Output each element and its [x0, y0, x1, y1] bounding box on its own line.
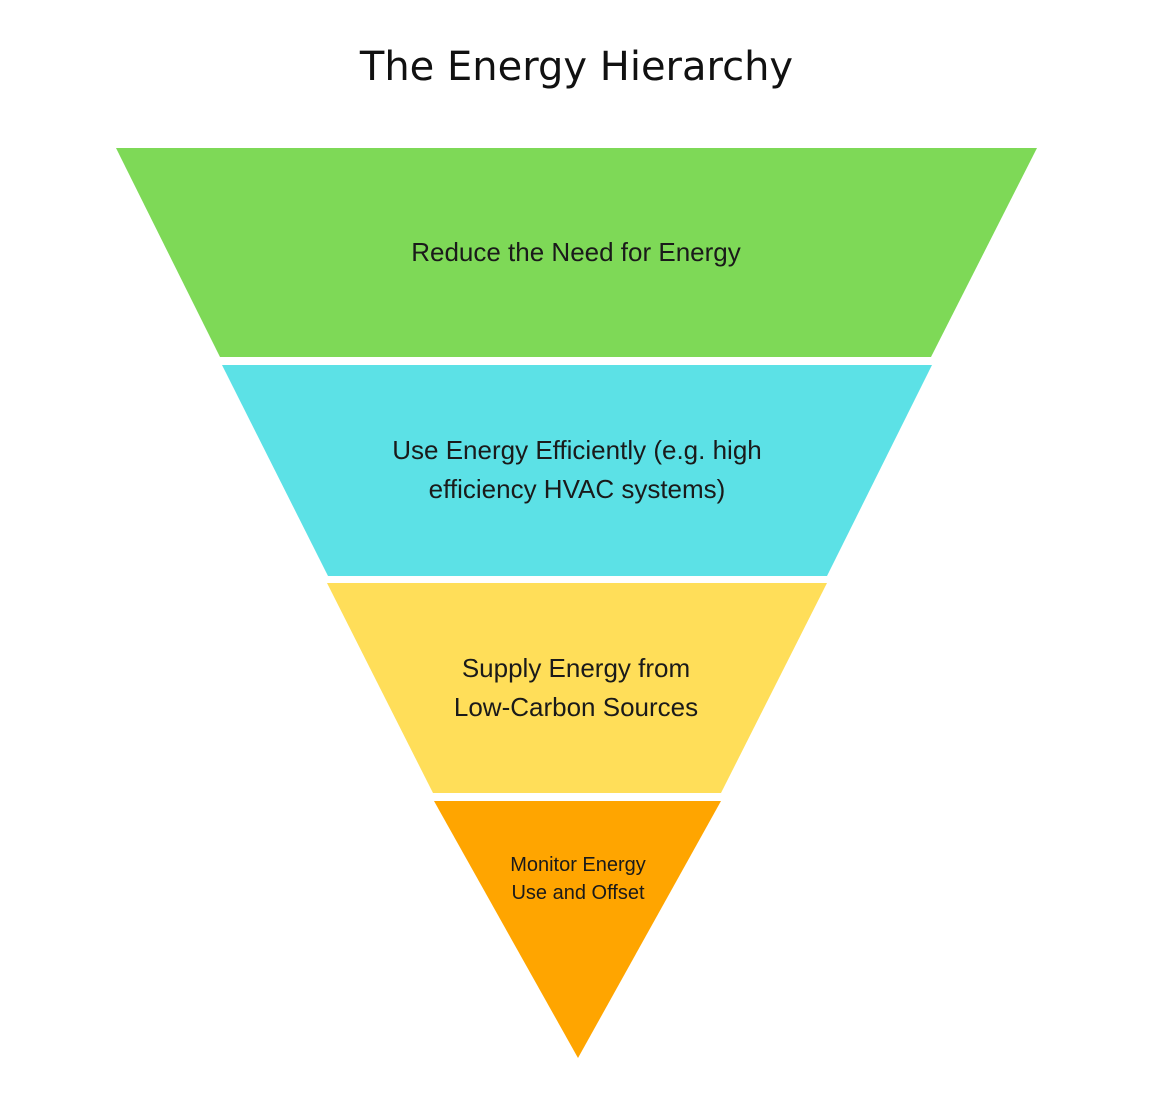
- tier-2-label-line-2: efficiency HVAC systems): [429, 474, 726, 504]
- tier-low-carbon-supply: Supply Energy from Low-Carbon Sources: [327, 583, 827, 793]
- tier-monitor-offset: Monitor Energy Use and Offset: [434, 801, 721, 1058]
- tier-4-band: [434, 801, 721, 1058]
- tier-3-label-line-1: Supply Energy from: [462, 653, 690, 683]
- tier-3-band: [327, 583, 827, 793]
- diagram-title: The Energy Hierarchy: [359, 44, 794, 90]
- tier-use-efficiently: Use Energy Efficiently (e.g. high effici…: [222, 365, 932, 576]
- tier-4-label-line-2: Use and Offset: [511, 882, 644, 904]
- tier-1-label-line-1: Reduce the Need for Energy: [411, 237, 741, 267]
- tier-1-band: [116, 148, 1037, 357]
- tier-2-band: [222, 365, 932, 576]
- tier-2-label-line-1: Use Energy Efficiently (e.g. high: [392, 435, 761, 465]
- tier-3-label-line-2: Low-Carbon Sources: [454, 692, 698, 722]
- tier-4-label-line-1: Monitor Energy: [510, 854, 646, 876]
- tier-reduce-need: Reduce the Need for Energy: [116, 148, 1037, 357]
